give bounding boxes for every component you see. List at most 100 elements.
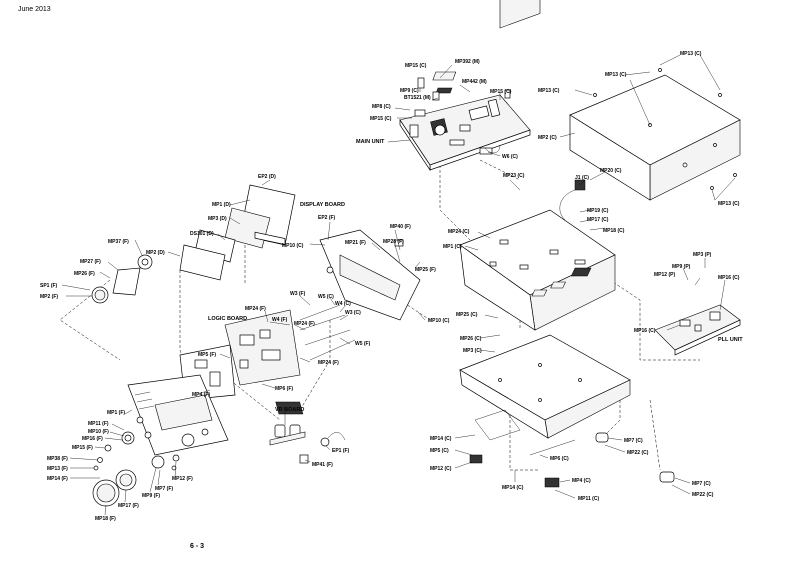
label-mp442: MP442 (M) (462, 79, 487, 85)
label-mp3p: MP3 (P) (693, 252, 712, 258)
label-logic-board: LOGIC BOARD (208, 316, 247, 322)
label-mp28: MP28 (F) (383, 239, 404, 245)
label-mp3c: MP3 (C) (463, 348, 482, 354)
label-mp13a: MP13 (C) (680, 51, 702, 57)
label-j1: J1 (C) (575, 175, 589, 181)
label-mp22c2: MP22 (C) (692, 492, 714, 498)
label-display-board: DISPLAY BOARD (300, 202, 345, 208)
label-mp24c: MP24 (C) (448, 229, 470, 235)
mp23-plate (499, 0, 541, 29)
label-w6c: W6 (C) (502, 154, 518, 160)
label-mp22c: MP22 (C) (627, 450, 649, 456)
label-mp38f: MP38 (F) (47, 456, 68, 462)
label-mp17c: MP17 (C) (587, 217, 609, 223)
label-mp12f: MP12 (F) (172, 476, 193, 482)
rear-bracket (319, 229, 421, 321)
label-mp11c: MP11 (C) (578, 496, 599, 502)
label-mp40: MP40 (F) (390, 224, 411, 230)
label-mp19: MP19 (C) (587, 208, 609, 214)
label-w4c: W4 (C) (335, 301, 351, 307)
label-mp2c: MP2 (C) (538, 135, 557, 141)
display-assembly (91, 184, 296, 304)
label-mp9c: MP9 (C) (400, 88, 419, 94)
label-mp7c2: MP7 (C) (692, 481, 711, 487)
label-mp14c: MP14 (C) (430, 436, 452, 442)
label-mp9f: MP9 (F) (142, 493, 160, 499)
label-mp13f: MP13 (F) (47, 466, 68, 472)
label-mp12c: MP12 (C) (430, 466, 452, 472)
label-ep1f: EP1 (F) (332, 448, 350, 454)
bottom-plate (459, 334, 675, 488)
label-mp15b: MP15 (C) (490, 89, 512, 95)
label-mp41f: MP41 (F) (312, 462, 333, 468)
label-mp11f: MP11 (F) (88, 421, 109, 427)
label-mp23: MP23 (C) (503, 173, 525, 179)
main-unit-board (399, 71, 531, 172)
label-mp8c: MP8 (C) (372, 104, 391, 110)
pll-unit (531, 267, 741, 356)
label-mp4c: MP4 (C) (572, 478, 591, 484)
main-chassis (459, 0, 616, 331)
label-mp16p: MP16 (C) (718, 275, 740, 281)
label-bt1521: BT1521 (M) (404, 95, 431, 101)
label-mp26: MP26 (F) (74, 271, 95, 277)
label-mp6f: MP6 (F) (275, 386, 293, 392)
label-mp1c: MP1 (C) (443, 244, 462, 250)
label-mp4f: MP4 (F) (192, 392, 210, 398)
label-main-unit: MAIN UNIT (356, 139, 385, 145)
label-ds101: DS101 (D) (190, 231, 214, 237)
label-mp5c: MP5 (C) (430, 448, 449, 454)
label-mp14f: MP14 (F) (47, 476, 68, 482)
label-mp25: MP25 (F) (415, 267, 436, 273)
label-w4f: W4 (F) (272, 317, 288, 323)
top-cover (569, 68, 741, 201)
label-w5c: W5 (C) (318, 294, 334, 300)
label-w3f: W3 (F) (290, 291, 306, 297)
label-mp10c: MP10 (C) (282, 243, 304, 249)
label-mp26c: MP26 (C) (460, 336, 482, 342)
label-mp24f3: MP24 (F) (318, 360, 339, 366)
page-number: 6 - 3 (190, 543, 205, 550)
label-mp13b: MP13 (C) (605, 72, 627, 78)
label-mp392: MP392 (M) (455, 59, 480, 65)
label-w3c: W3 (C) (345, 310, 361, 316)
label-mp15c: MP15 (C) (370, 116, 392, 122)
label-mp37: MP37 (F) (108, 239, 129, 245)
label-sp1: SP1 (F) (40, 283, 58, 289)
label-mp1d: MP1 (D) (212, 202, 231, 208)
label-w5f: W5 (F) (355, 341, 371, 347)
label-vr-board: VR BOARD (275, 407, 304, 413)
label-mp15a: MP15 (C) (405, 63, 427, 69)
label-mp13c: MP13 (C) (538, 88, 560, 94)
assembly-lines (59, 140, 700, 471)
label-ep2f: EP2 (F) (318, 215, 336, 221)
label-mp9p: MP9 (P) (672, 264, 691, 270)
label-mp2d: MP2 (D) (146, 250, 165, 256)
label-mp15f: MP15 (F) (72, 445, 93, 451)
label-mp6c: MP6 (C) (550, 456, 569, 462)
label-mp25c: MP25 (C) (456, 312, 478, 318)
label-mp18f: MP18 (F) (95, 516, 116, 522)
label-mp12p: MP12 (P) (654, 272, 675, 278)
label-mp20: MP20 (C) (600, 168, 622, 174)
leader-lines (61, 54, 736, 516)
label-ep2d: EP2 (D) (258, 174, 276, 180)
label-mp5f: MP5 (F) (198, 352, 216, 358)
label-mp13d: MP13 (C) (718, 201, 740, 207)
page-header-date: June 2013 (18, 6, 51, 13)
label-mp16p2: MP16 (C) (634, 328, 656, 334)
part-labels: MP392 (M) MP15 (C) MP442 (M) MP9 (C) MP1… (40, 51, 743, 522)
label-mp10c2: MP10 (C) (428, 318, 450, 324)
label-mp10f: MP10 (F) (88, 429, 109, 435)
label-mp7f: MP7 (F) (155, 486, 173, 492)
label-mp27: MP27 (F) (80, 259, 101, 265)
label-mp1f: MP1 (F) (107, 410, 125, 416)
label-mp17f: MP17 (F) (118, 503, 139, 509)
label-mp16f: MP16 (F) (82, 436, 103, 442)
front-panel (92, 374, 304, 507)
label-mp2f: MP2 (F) (40, 294, 58, 300)
label-mp7c: MP7 (C) (624, 438, 643, 444)
label-mp18c: MP18 (C) (603, 228, 625, 234)
vr-board (269, 424, 346, 464)
